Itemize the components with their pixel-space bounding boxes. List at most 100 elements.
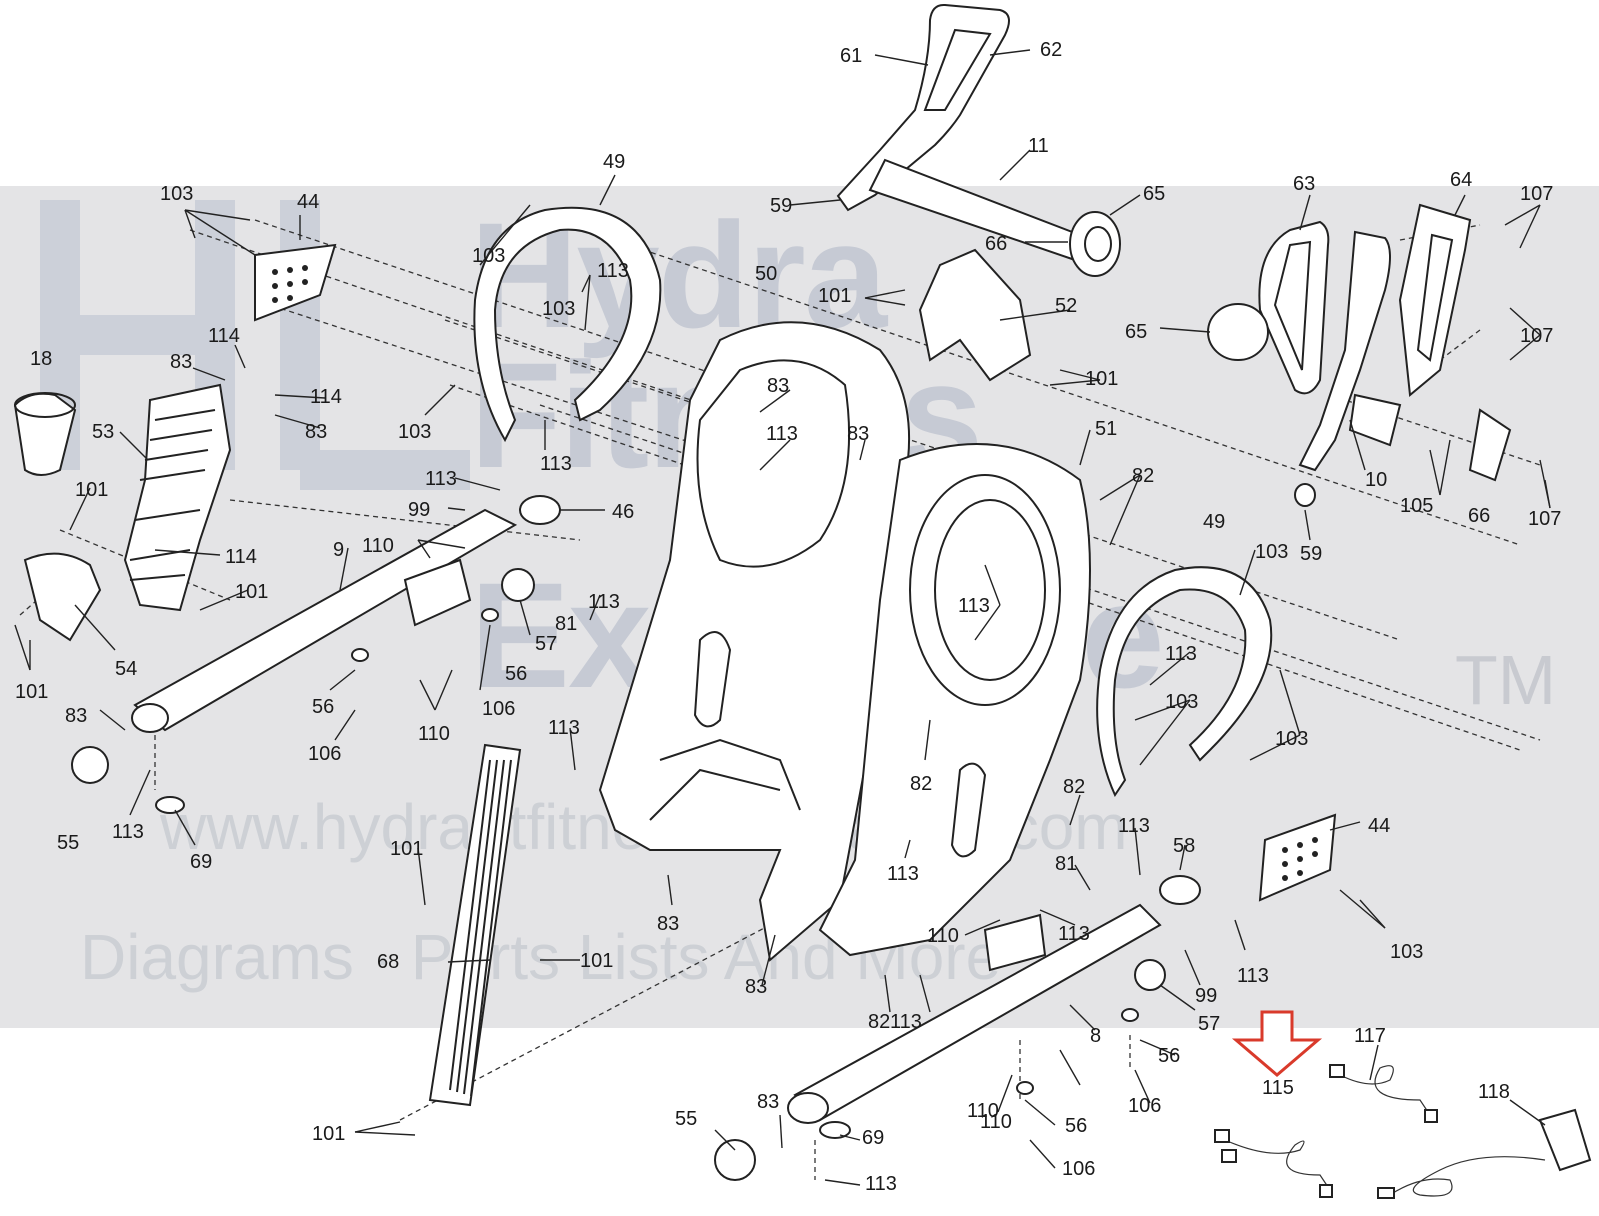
callout-69: 69	[190, 851, 212, 873]
callout-54: 54	[115, 658, 137, 680]
part-wire-harness-115	[1214, 1129, 1333, 1198]
leader-lines	[14, 49, 1551, 1186]
callout-65: 65	[1125, 321, 1147, 343]
callout-81: 81	[1055, 853, 1077, 875]
callout-49: 49	[1203, 511, 1225, 533]
callout-59: 59	[770, 195, 792, 217]
callout-101: 101	[390, 838, 423, 860]
callout-103: 103	[1390, 941, 1423, 963]
callout-56: 56	[312, 696, 334, 718]
part-endcaps-wheels	[71, 495, 1201, 1181]
callout-101: 101	[580, 950, 613, 972]
callout-61: 61	[840, 45, 862, 67]
callout-113: 113	[425, 468, 457, 490]
part-handlebar-right	[1207, 203, 1512, 507]
callout-81: 81	[555, 613, 577, 635]
part-pedal-44-top	[254, 243, 337, 322]
callout-113: 113	[958, 595, 990, 617]
callout-103: 103	[160, 183, 193, 205]
callout-101: 101	[312, 1123, 345, 1145]
callout-110: 110	[927, 925, 959, 947]
callout-113: 113	[540, 453, 572, 475]
callout-110: 110	[967, 1100, 999, 1122]
callout-113: 113	[890, 1011, 922, 1033]
callout-62: 62	[1040, 39, 1062, 61]
callout-83: 83	[305, 421, 327, 443]
callout-106: 106	[482, 698, 515, 720]
callout-83: 83	[170, 351, 192, 373]
callout-83: 83	[65, 705, 87, 727]
callout-103: 103	[542, 298, 575, 320]
callout-55: 55	[675, 1108, 697, 1130]
watermark-logo-mark	[40, 200, 470, 490]
callout-113: 113	[588, 591, 620, 613]
callout-59: 59	[1300, 543, 1322, 565]
callout-114: 114	[310, 386, 342, 408]
callout-113: 113	[766, 423, 798, 445]
callout-83: 83	[767, 375, 789, 397]
callout-103: 103	[1255, 541, 1288, 563]
callout-106: 106	[308, 743, 341, 765]
callout-52: 52	[1055, 295, 1077, 317]
part-cover-52	[918, 248, 1032, 382]
callout-106: 106	[1062, 1158, 1095, 1180]
callout-51: 51	[1095, 418, 1117, 440]
callout-58: 58	[1173, 835, 1195, 857]
callout-118: 118	[1478, 1081, 1510, 1103]
part-crossbar-8	[787, 903, 1162, 1124]
callout-10: 10	[1365, 469, 1387, 491]
callout-103: 103	[472, 245, 505, 267]
callout-83: 83	[847, 423, 869, 445]
callout-113: 113	[865, 1173, 897, 1195]
callout-101: 101	[75, 479, 108, 501]
callout-83: 83	[745, 976, 767, 998]
callout-101: 101	[15, 681, 48, 703]
callout-82: 82	[1132, 465, 1154, 487]
part-shroud-right-large	[818, 443, 1091, 957]
callout-114: 114	[208, 325, 240, 347]
part-flywheel-guard-left	[473, 206, 662, 443]
part-shroud-left-large	[598, 321, 911, 962]
callout-103: 103	[1275, 728, 1308, 750]
callout-55: 55	[57, 832, 79, 854]
part-stabilizer-68	[428, 743, 522, 1107]
callout-57: 57	[1198, 1013, 1220, 1035]
callout-82: 82	[1063, 776, 1085, 798]
callout-113: 113	[112, 821, 144, 843]
part-pedal-44-bottom	[1258, 813, 1337, 902]
callout-82: 82	[910, 773, 932, 795]
callout-46: 46	[612, 501, 634, 523]
callout-63: 63	[1293, 173, 1315, 195]
callout-56: 56	[1158, 1045, 1180, 1067]
callout-110: 110	[418, 723, 450, 745]
callout-99: 99	[408, 499, 430, 521]
callout-18: 18	[30, 348, 52, 370]
callout-65: 65	[1143, 183, 1165, 205]
callout-110: 110	[980, 1111, 1012, 1133]
callout-49: 49	[603, 151, 625, 173]
callout-113: 113	[1058, 923, 1090, 945]
callout-8: 8	[1090, 1025, 1101, 1047]
callout-113: 113	[1118, 815, 1150, 837]
callout-107: 107	[1528, 508, 1561, 530]
callout-103: 103	[398, 421, 431, 443]
callout-105: 105	[1400, 495, 1433, 517]
callout-113: 113	[548, 717, 580, 739]
callout-113: 113	[1165, 643, 1197, 665]
callout-110: 110	[362, 535, 394, 557]
callout-66: 66	[1468, 505, 1490, 527]
callout-99: 99	[1195, 985, 1217, 1007]
callout-107: 107	[1520, 325, 1553, 347]
part-power-adapter-118	[1377, 1108, 1592, 1199]
callout-44: 44	[297, 191, 319, 213]
callout-83: 83	[657, 913, 679, 935]
callout-9: 9	[333, 539, 344, 561]
callout-113: 113	[597, 260, 629, 282]
callout-56: 56	[1065, 1115, 1087, 1137]
callout-101: 101	[235, 581, 268, 603]
callout-117: 117	[1354, 1025, 1386, 1047]
callout-114: 114	[225, 546, 257, 568]
